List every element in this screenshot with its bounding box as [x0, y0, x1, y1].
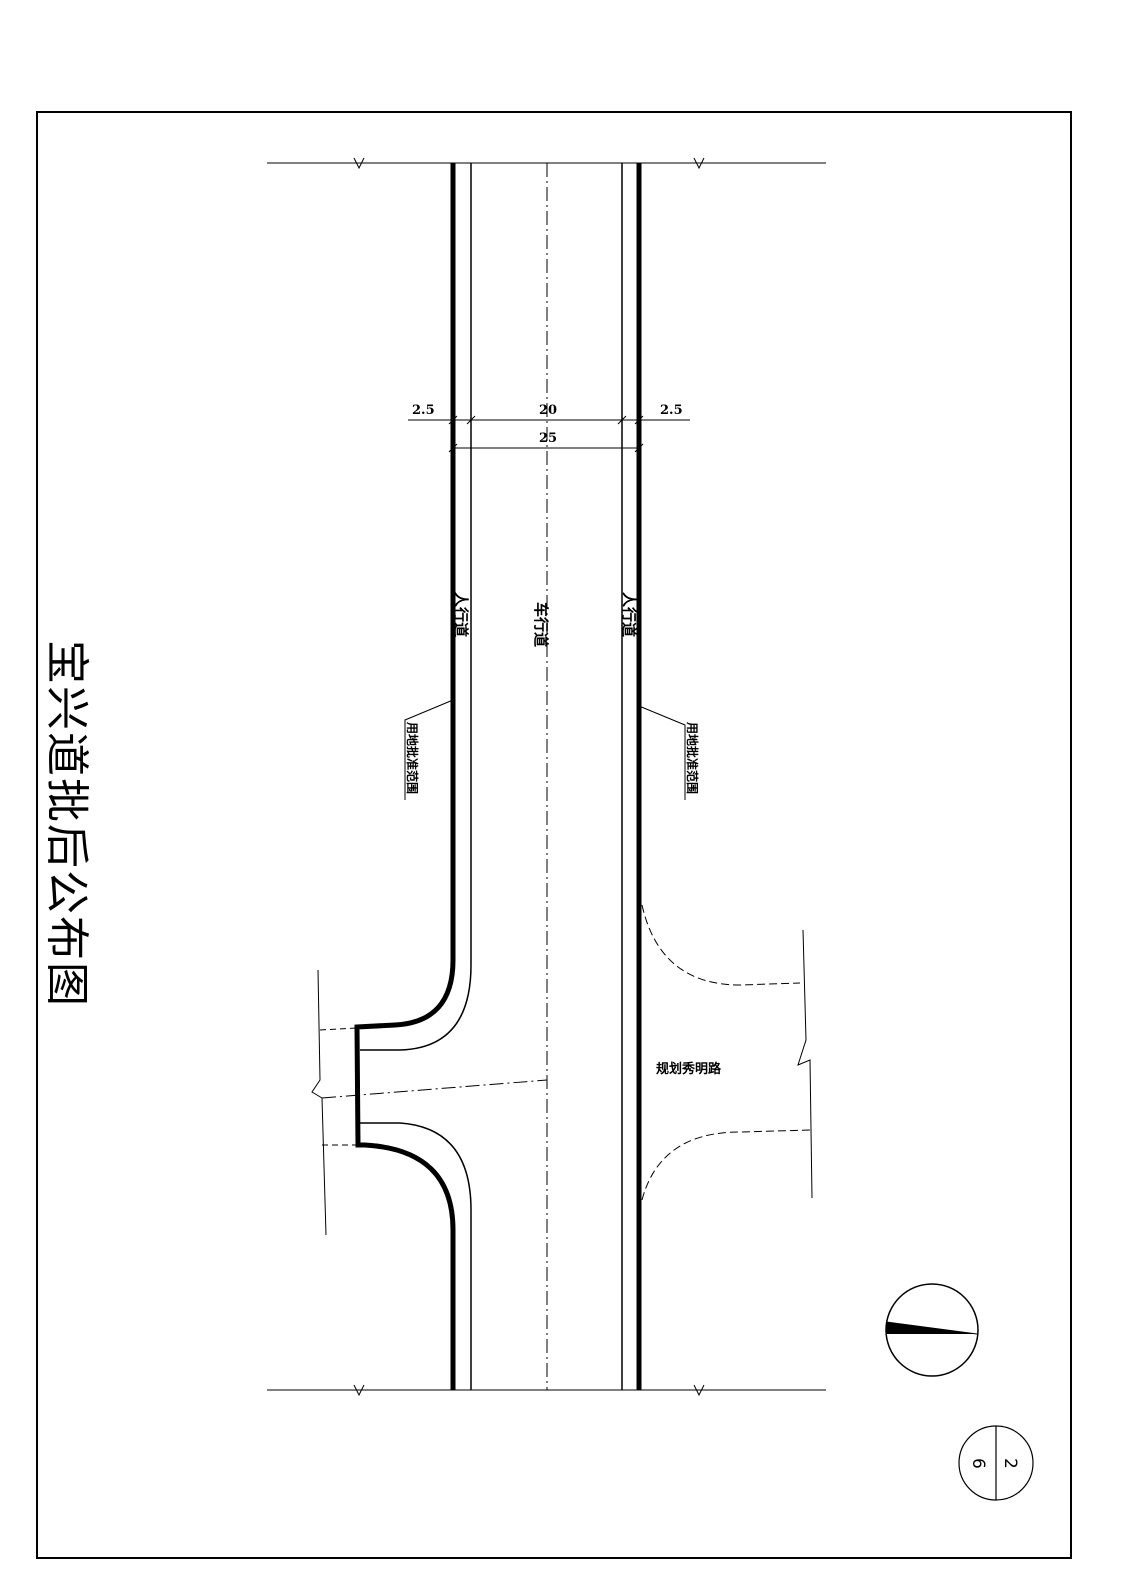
north-arrow-icon: [885, 1283, 979, 1377]
dim-total: 25: [539, 431, 557, 446]
dimension-lines: [408, 415, 690, 453]
left-side-road: [311, 969, 548, 1236]
sheet-number-badge: [958, 1425, 1034, 1501]
label-planned-road: 规划秀明路: [656, 1061, 722, 1077]
label-land-boundary-left: 用地批准范围: [405, 721, 420, 794]
label-left-sidewalk: 人行道: [452, 592, 470, 637]
sheet-number: 2: [1000, 1458, 1020, 1469]
left-boundary-line: [354, 163, 456, 1390]
label-land-boundary-right: 用地批准范围: [685, 721, 700, 794]
drawing-frame: [36, 111, 1072, 1559]
dim-carriageway: 20: [539, 403, 557, 418]
label-carriageway: 车行道: [532, 602, 550, 647]
dim-left-sidewalk: 2.5: [412, 403, 435, 418]
sheet-total: 6: [968, 1458, 988, 1469]
leader-right: [638, 705, 686, 800]
planned-road-xiuming: [641, 904, 813, 1201]
label-right-sidewalk: 人行道: [620, 592, 638, 637]
dim-right-sidewalk: 2.5: [660, 403, 683, 418]
leader-left: [404, 699, 454, 800]
left-curb-line: [360, 163, 472, 1390]
drawing-title: 宝兴道批后公布图: [41, 640, 92, 1008]
